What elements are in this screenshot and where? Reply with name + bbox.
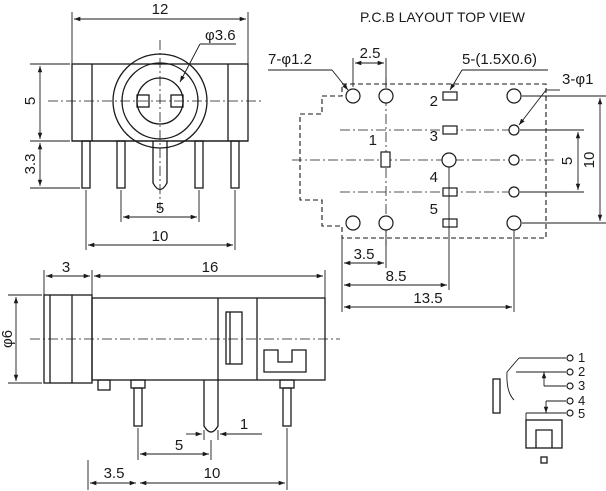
side-pitch-dim: 5: [175, 437, 183, 454]
pcb-h-dim-13-5: 13.5: [413, 290, 442, 307]
pcb-title: P.C.B LAYOUT TOP VIEW: [360, 9, 526, 25]
pcb-hole: [345, 88, 361, 104]
front-width-dim: 12: [152, 1, 169, 18]
front-lead-height-dim: 3.3: [22, 154, 39, 175]
pcb-pin-1: 1: [369, 132, 377, 149]
pcb-pitch-dim: 2.5: [360, 45, 381, 62]
schematic-pin-1: 1: [578, 350, 585, 365]
pcb-slot-4: [442, 187, 458, 197]
pcb-pin-3: 3: [430, 128, 438, 145]
front-span-dim: 10: [152, 228, 169, 245]
front-lead: [81, 140, 91, 189]
schematic: 1 2 3 4 5: [492, 350, 585, 464]
pcb-slot-5: [442, 218, 458, 228]
side-span-dim: 10: [204, 465, 221, 482]
pcb-slot-3: [442, 125, 458, 135]
pcb-pin-2: 2: [430, 93, 438, 110]
pcb-h-dim-3-5: 3.5: [354, 246, 375, 263]
front-view: 12 φ3.6 5 3.3: [22, 1, 262, 250]
pcb-pin-5: 5: [430, 201, 438, 218]
side-offset-dim: 3.5: [104, 465, 125, 482]
schematic-plug-body: [492, 378, 501, 414]
front-top-height-dim: 5: [22, 97, 39, 105]
pcb-slot-1: [380, 151, 391, 168]
side-nose-dim: 3: [62, 259, 70, 276]
side-pin-width-dim: 1: [240, 416, 248, 433]
schematic-pin-3: 3: [578, 378, 585, 393]
schematic-pin-5: 5: [578, 406, 585, 421]
side-view: 3 16 φ6 1: [0, 259, 340, 490]
schematic-pin-4: 4: [578, 393, 585, 408]
pcb-layout: P.C.B LAYOUT TOP VIEW 1 2 3 4 5: [268, 9, 606, 312]
pcb-holes-label: 7-φ1.2: [268, 51, 312, 68]
schematic-pin-2: 2: [578, 364, 585, 379]
pcb-slot-2: [442, 91, 458, 101]
side-lead: [133, 387, 143, 427]
pcb-h-dim-8-5: 8.5: [386, 268, 407, 285]
pcb-pin-4: 4: [430, 169, 438, 186]
pcb-small-holes-label: 3-φ1: [562, 71, 593, 88]
pcb-v-dim-5: 5: [559, 157, 576, 165]
pcb-v-dim-10: 10: [581, 152, 598, 169]
pcb-outline: [299, 83, 547, 239]
front-hole-dim: φ3.6: [205, 27, 236, 44]
front-pitch-dim: 5: [156, 200, 164, 217]
side-body-dim: 16: [202, 259, 219, 276]
side-diameter-dim: φ6: [0, 330, 16, 348]
pcb-slots-label: 5-(1.5X0.6): [462, 51, 537, 68]
